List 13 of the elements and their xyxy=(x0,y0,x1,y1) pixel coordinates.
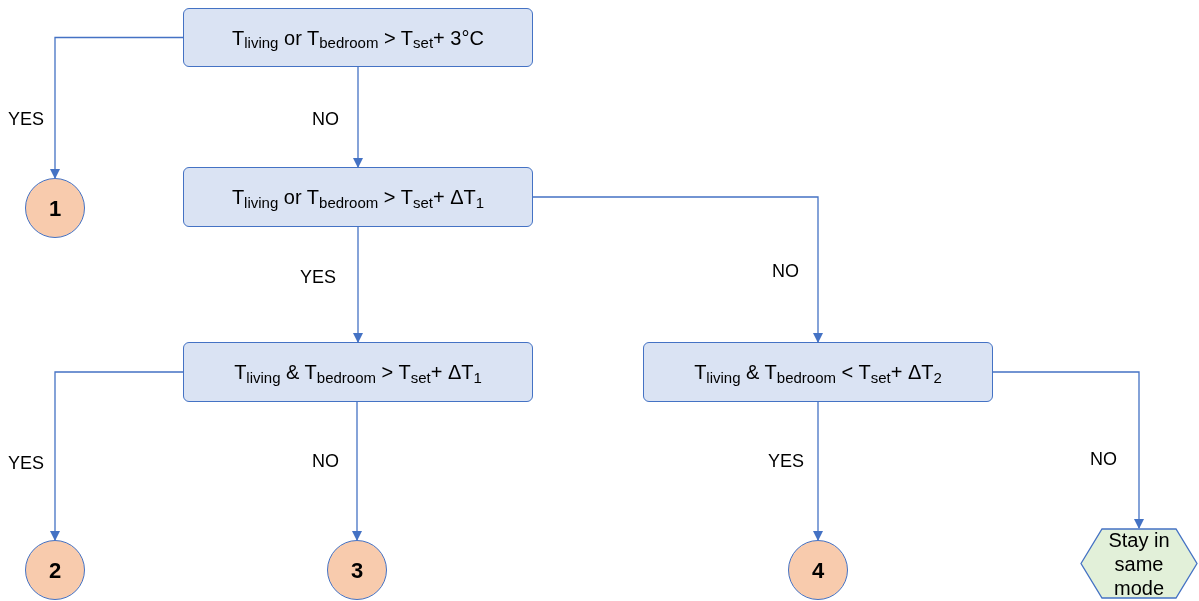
condition-box: T$_{living}$ & T$_{bedroom}$ < T$_{set}$+ ΔT$_{2}$ xyxy=(643,342,993,402)
arrow xyxy=(992,371,1144,529)
arrow xyxy=(813,401,823,541)
terminal-hexagon: Stay in same mode xyxy=(1080,528,1198,599)
arrow xyxy=(353,66,363,168)
arrow xyxy=(532,196,823,343)
arrow xyxy=(352,401,362,541)
arrow xyxy=(50,36,184,179)
condition-box: T$_{living}$ or T$_{bedroom}$ > T$_{set}$+ 3°C xyxy=(183,8,533,67)
arrow xyxy=(50,371,184,541)
condition-box: T$_{living}$ & T$_{bedroom}$ > T$_{set}$+ ΔT$_{1}$ xyxy=(183,342,533,402)
arrow xyxy=(353,226,363,343)
condition-box: T$_{living}$ or T$_{bedroom}$ > T$_{set}$+ ΔT$_{1}$ xyxy=(183,167,533,227)
